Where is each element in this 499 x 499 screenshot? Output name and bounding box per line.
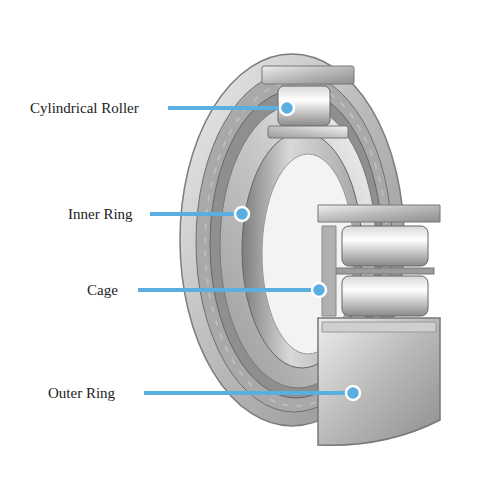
leader-dot [235,101,360,400]
part-label: Inner Ring [68,205,133,223]
part-label: Cylindrical Roller [30,99,139,117]
part-label: Outer Ring [48,384,115,402]
part-label: Cage [87,281,118,299]
leader-line [138,108,352,393]
